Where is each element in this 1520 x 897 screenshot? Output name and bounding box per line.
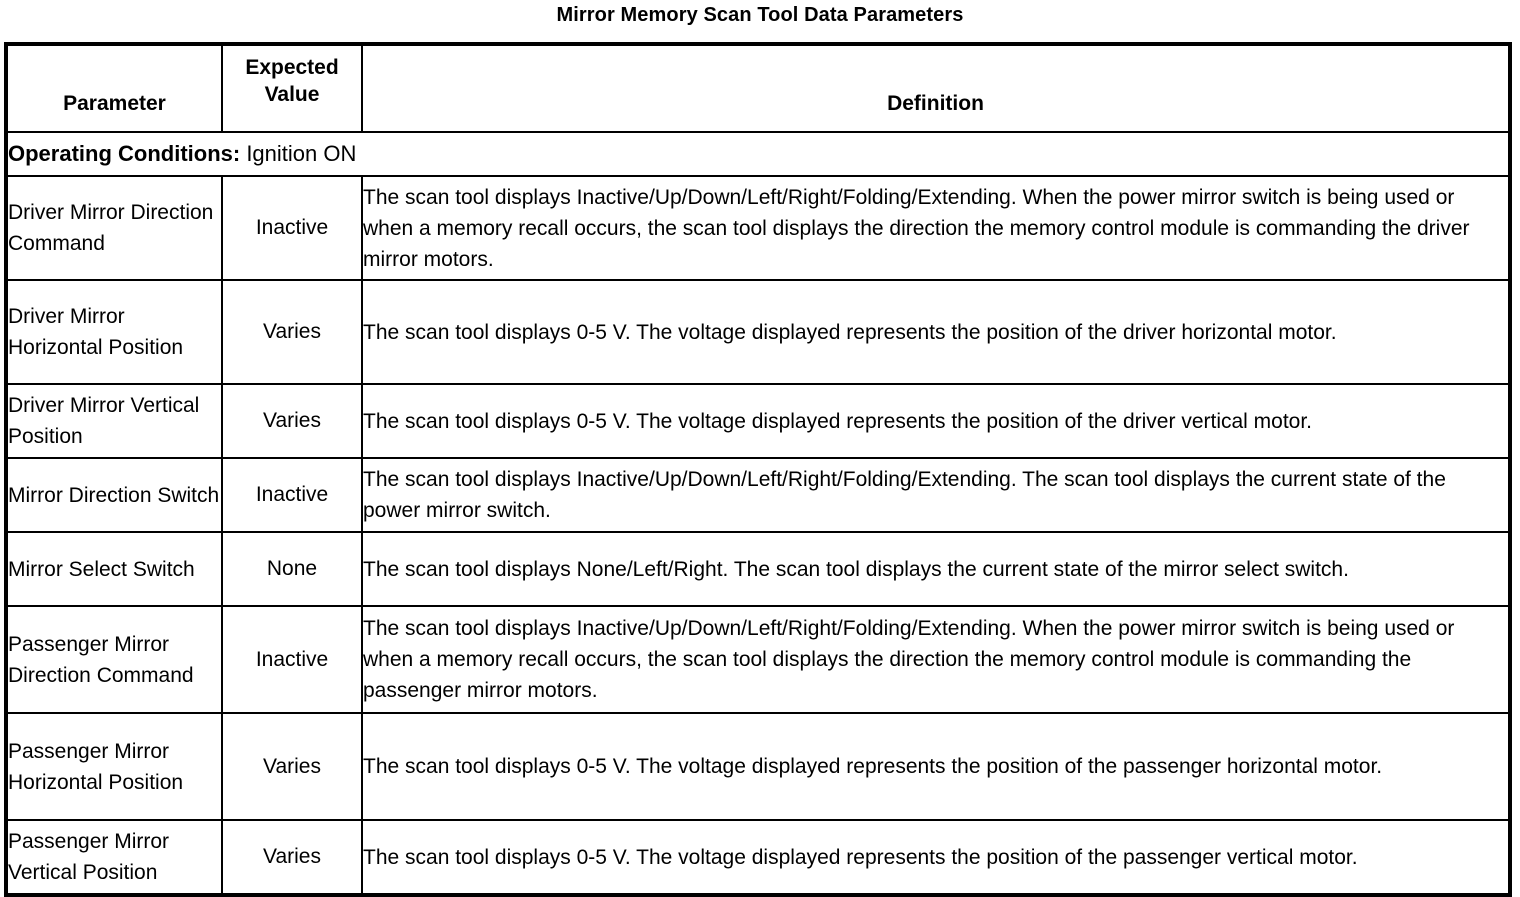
page-title: Mirror Memory Scan Tool Data Parameters [556,4,964,26]
operating-conditions-label: Operating Conditions: [8,141,241,166]
cell-parameter: Mirror Select Switch [5,531,223,607]
cell-parameter: Mirror Direction Switch [5,457,223,533]
cell-parameter: Driver Mirror Vertical Position [5,383,223,459]
cell-parameter: Passenger Mirror Vertical Position [5,819,223,896]
cell-expected-value: Varies [221,383,363,459]
cell-expected-value: Inactive [221,175,363,281]
operating-conditions-row: Operating Conditions: Ignition ON [5,131,1511,177]
cell-expected-value: Varies [221,279,363,385]
column-header-expected-value: Expected Value [221,43,363,133]
table-header-row: Parameter Expected Value Definition [5,43,1511,133]
cell-parameter: Passenger Mirror Horizontal Position [5,712,223,821]
cell-definition: The scan tool displays None/Left/Right. … [361,531,1511,607]
cell-definition: The scan tool displays 0-5 V. The voltag… [361,712,1511,821]
operating-conditions-cell: Operating Conditions: Ignition ON [5,131,1511,177]
column-header-parameter: Parameter [5,43,223,133]
table-row: Mirror Direction Switch Inactive The sca… [5,457,1511,533]
table-row: Driver Mirror Direction Command Inactive… [5,175,1511,281]
column-header-expected-value-line2: Value [264,83,320,106]
parameter-table: Parameter Expected Value Definition Oper… [4,42,1512,897]
table-row: Mirror Select Switch None The scan tool … [5,531,1511,607]
table-row: Passenger Mirror Vertical Position Varie… [5,819,1511,896]
table-row: Passenger Mirror Direction Command Inact… [5,605,1511,714]
cell-parameter: Driver Mirror Horizontal Position [5,279,223,385]
cell-definition: The scan tool displays 0-5 V. The voltag… [361,383,1511,459]
column-header-definition: Definition [361,43,1511,133]
table-row: Passenger Mirror Horizontal Position Var… [5,712,1511,821]
cell-definition: The scan tool displays 0-5 V. The voltag… [361,279,1511,385]
cell-definition: The scan tool displays Inactive/Up/Down/… [361,175,1511,281]
cell-expected-value: Varies [221,712,363,821]
parameter-table-container: Parameter Expected Value Definition Oper… [4,42,1512,897]
cell-expected-value: Inactive [221,457,363,533]
table-row: Driver Mirror Vertical Position Varies T… [5,383,1511,459]
cell-expected-value: Varies [221,819,363,896]
cell-parameter: Passenger Mirror Direction Command [5,605,223,714]
operating-conditions-value: Ignition ON [240,141,357,166]
table-row: Driver Mirror Horizontal Position Varies… [5,279,1511,385]
document-page: Mirror Memory Scan Tool Data Parameters … [4,4,1512,897]
cell-expected-value: None [221,531,363,607]
cell-definition: The scan tool displays 0-5 V. The voltag… [361,819,1511,896]
cell-definition: The scan tool displays Inactive/Up/Down/… [361,457,1511,533]
cell-parameter: Driver Mirror Direction Command [5,175,223,281]
cell-expected-value: Inactive [221,605,363,714]
column-header-expected-value-line1: Expected [245,56,339,79]
cell-definition: The scan tool displays Inactive/Up/Down/… [361,605,1511,714]
